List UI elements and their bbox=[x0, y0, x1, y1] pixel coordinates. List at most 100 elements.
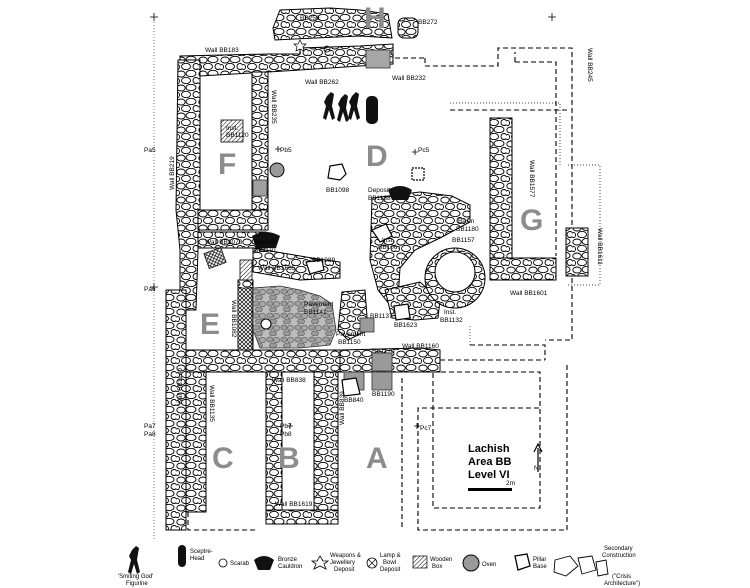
label-legend-scarab: Scarab bbox=[230, 561, 250, 567]
legend-secondary-icon bbox=[553, 555, 609, 577]
label-areas-2: F bbox=[218, 148, 236, 181]
label-title-0: Lachish bbox=[468, 443, 510, 455]
label-walls-bb1170: BB1170 bbox=[372, 348, 395, 355]
label-features-pavement1150-1: BB1150 bbox=[338, 339, 361, 346]
legend-oven-icon bbox=[462, 554, 480, 572]
label-features-deposit1191-0: Deposit bbox=[254, 239, 276, 246]
label-legend-sceptre-1: Head bbox=[190, 556, 204, 562]
wooden-box bbox=[239, 259, 253, 281]
label-features-bb1137: BB1137 bbox=[370, 313, 393, 320]
label-walls-bb262: Wall BB262 bbox=[305, 79, 339, 86]
label-legend-pillar-0: Pillar bbox=[533, 557, 546, 563]
label-legend-secondary-1: Construction bbox=[602, 553, 636, 559]
label-legend-cauldron-1: Cauldron bbox=[278, 564, 302, 570]
label-legend-box-0: Wooden bbox=[430, 557, 452, 563]
label-north_label: N bbox=[534, 465, 539, 472]
label-features-pa5: Pa5 bbox=[144, 147, 156, 154]
label-scale_label: 2m bbox=[506, 480, 515, 487]
label-features-bb1089: BB1089 bbox=[312, 257, 336, 264]
label-walls-bb1140: Wall BB1140 bbox=[177, 368, 184, 405]
label-features-bb1157: BB1157 bbox=[452, 237, 475, 244]
label-walls-bb1577: Wall BB1577 bbox=[528, 160, 535, 198]
label-walls-bb1611: Wall BB1611 bbox=[596, 228, 603, 265]
label-walls-bb1601: Wall BB1601 bbox=[510, 290, 548, 297]
label-walls-bb1160: Wall BB1160 bbox=[402, 343, 439, 350]
label-legend-cauldron-0: Bronze bbox=[278, 557, 298, 563]
dotted-lines bbox=[450, 102, 601, 345]
label-features-inst1067-0: Inst. bbox=[382, 237, 394, 244]
label-legend-secondary-3: Architecture") bbox=[604, 581, 640, 587]
legend-labels: 'Smiting God' Figurine Sceptre- Head Sca… bbox=[118, 546, 640, 587]
figurine-icons bbox=[323, 92, 360, 122]
label-features-deposit1191-1: BB1191 bbox=[254, 247, 277, 254]
label-walls-bb232: Wall BB232 bbox=[392, 75, 426, 82]
stone-walls bbox=[165, 7, 589, 531]
label-areas-4: E bbox=[200, 308, 220, 341]
plan-title: Lachish Area BB Level VI bbox=[468, 443, 511, 481]
label-features-bb1098: BB1098 bbox=[326, 187, 350, 194]
label-features-pa6: Pa6 bbox=[144, 286, 156, 293]
label-title-2: Level VI bbox=[468, 469, 510, 481]
label-legend-sceptre-0: Sceptre- bbox=[190, 549, 213, 555]
label-walls-bb1135: Wall BB1135 bbox=[208, 385, 215, 422]
label-features-basin1180-0: Basin bbox=[458, 218, 475, 225]
legend bbox=[128, 545, 609, 577]
pillar-bases bbox=[305, 163, 425, 397]
label-features-inst1067-1: BB1067 bbox=[378, 244, 402, 251]
scarab-icon bbox=[323, 45, 331, 53]
label-features-pc7: Pc7 bbox=[420, 425, 432, 432]
label-walls-bb183: Wall BB183 bbox=[205, 47, 239, 54]
oven-icons bbox=[260, 162, 285, 330]
legend-figurine-icon bbox=[128, 546, 140, 574]
label-legend-pillar-1: Base bbox=[533, 564, 547, 570]
label-legend-box-1: Box bbox=[432, 564, 442, 570]
label-legend-weapons-2: Deposit bbox=[334, 567, 355, 573]
label-walls-bb1665: Wall BB1665 bbox=[258, 265, 296, 272]
label-features-inst1132-1: BB1132 bbox=[440, 317, 463, 324]
label-legend-figurine-1: Figurine bbox=[126, 581, 148, 587]
label-walls-bb272: BB272 bbox=[418, 19, 438, 26]
label-features-pb7: Pb7 bbox=[280, 423, 292, 430]
label-features-pavement1150-0: Pavement bbox=[336, 331, 365, 338]
feature-labels: Inst. BB1120 Pb5 Pc5 BB1098 Deposit BB11… bbox=[144, 125, 479, 438]
label-title-1: Area BB bbox=[468, 456, 511, 468]
label-walls-bb245: Wall BB245 bbox=[586, 48, 593, 82]
label-features-basin1180-1: BB1180 bbox=[456, 226, 479, 233]
label-walls-bb259: BB259 bbox=[300, 15, 320, 22]
wall-labels: BB259 BB272 Wall BB183 Wall BB262 Wall B… bbox=[169, 15, 603, 508]
legend-box-icon bbox=[412, 555, 428, 569]
label-areas-6: B bbox=[278, 442, 300, 475]
legend-scarab-icon bbox=[218, 558, 228, 568]
label-legend-lamp-0: Lamp & bbox=[380, 553, 401, 559]
label-areas-1: D bbox=[366, 140, 388, 173]
label-features-bb840: BB840 bbox=[344, 397, 364, 404]
label-legend-secondary-2: ("Crisis bbox=[612, 574, 631, 580]
label-features-pavement1141-0: Pavement bbox=[304, 301, 333, 308]
label-walls-bb838: Wall BB838 bbox=[272, 377, 306, 384]
label-features-pb8: Pb8 bbox=[280, 431, 292, 438]
label-walls-bb235: Wall BB235 bbox=[270, 90, 277, 124]
label-areas-7: A bbox=[366, 442, 388, 475]
label-features-pb5: Pb5 bbox=[280, 147, 292, 154]
label-features-bb1623: BB1623 bbox=[394, 322, 418, 329]
label-legend-secondary-0: Secondary bbox=[604, 546, 633, 552]
label-features-pa7: Pa7 bbox=[144, 423, 156, 430]
label-areas-5: C bbox=[212, 442, 234, 475]
label-legend-weapons-1: Jewellery bbox=[330, 560, 355, 566]
label-legend-weapons-0: Weapons & bbox=[330, 553, 361, 559]
label-legend-figurine-0: 'Smiting God' bbox=[118, 574, 153, 580]
label-features-inst1120-1: BB1120 bbox=[226, 132, 249, 139]
cauldron-icons bbox=[252, 96, 412, 248]
weapons-star bbox=[293, 39, 307, 52]
wooden-box bbox=[237, 287, 253, 351]
label-walls-bb219: Wall BB219 bbox=[169, 156, 176, 190]
legend-pillar-icon bbox=[514, 553, 531, 571]
label-walls-bb1082: Wall BB1082 bbox=[230, 300, 237, 338]
label-walls-bb1619: Wall BB1619 bbox=[275, 501, 313, 508]
label-features-inst1132-0: Inst. bbox=[444, 309, 456, 316]
scale-bar: 2m bbox=[468, 480, 515, 491]
label-features-pc5: Pc5 bbox=[418, 147, 430, 154]
label-walls-bb839: Wall BB839 bbox=[339, 391, 346, 425]
label-features-pa8: Pa8 bbox=[144, 431, 156, 438]
